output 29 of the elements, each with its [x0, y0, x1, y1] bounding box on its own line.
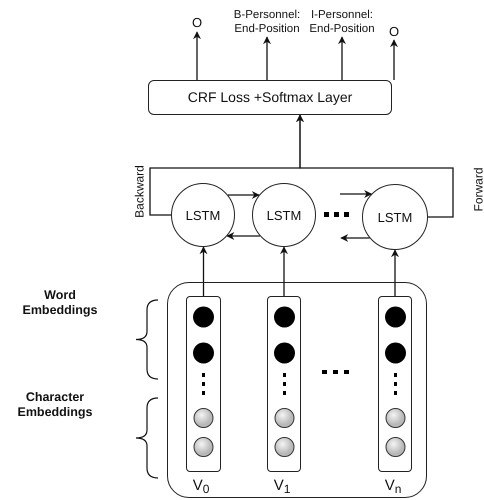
cell-label: LSTM	[378, 210, 412, 224]
arrow	[340, 190, 372, 198]
vector-label: V$_{n}$	[384, 476, 402, 496]
arrow	[193, 31, 201, 80]
tag-label: O	[192, 14, 202, 30]
arrow	[226, 232, 260, 240]
group-label: Word Embeddings	[21, 288, 98, 318]
arrow	[340, 234, 370, 242]
direction-label: Forward	[472, 166, 484, 214]
arrow	[391, 249, 399, 296]
vector-label: V$_{0}$	[192, 476, 210, 496]
arrow	[296, 114, 454, 218]
tag-label: O	[388, 24, 400, 38]
tag-label: B-Personnel: End-Position	[232, 8, 302, 36]
group-label: Character Embeddings	[16, 390, 94, 420]
cell-label: LSTM	[266, 208, 302, 222]
direction-label: Backward	[132, 164, 148, 220]
arrow	[280, 246, 288, 296]
vector-label: V$_{1}$	[274, 476, 290, 496]
arrow	[338, 36, 346, 80]
layer-label: CRF Loss +Softmax Layer	[188, 90, 352, 105]
layer-box	[148, 80, 392, 115]
arrow	[263, 36, 271, 80]
tag-label: I-Personnel: End-Position	[308, 8, 376, 36]
cell-label: LSTM	[186, 208, 220, 222]
arrow	[390, 39, 398, 80]
input-group-box	[167, 282, 427, 498]
arrow	[200, 246, 208, 296]
arrow	[228, 191, 260, 199]
